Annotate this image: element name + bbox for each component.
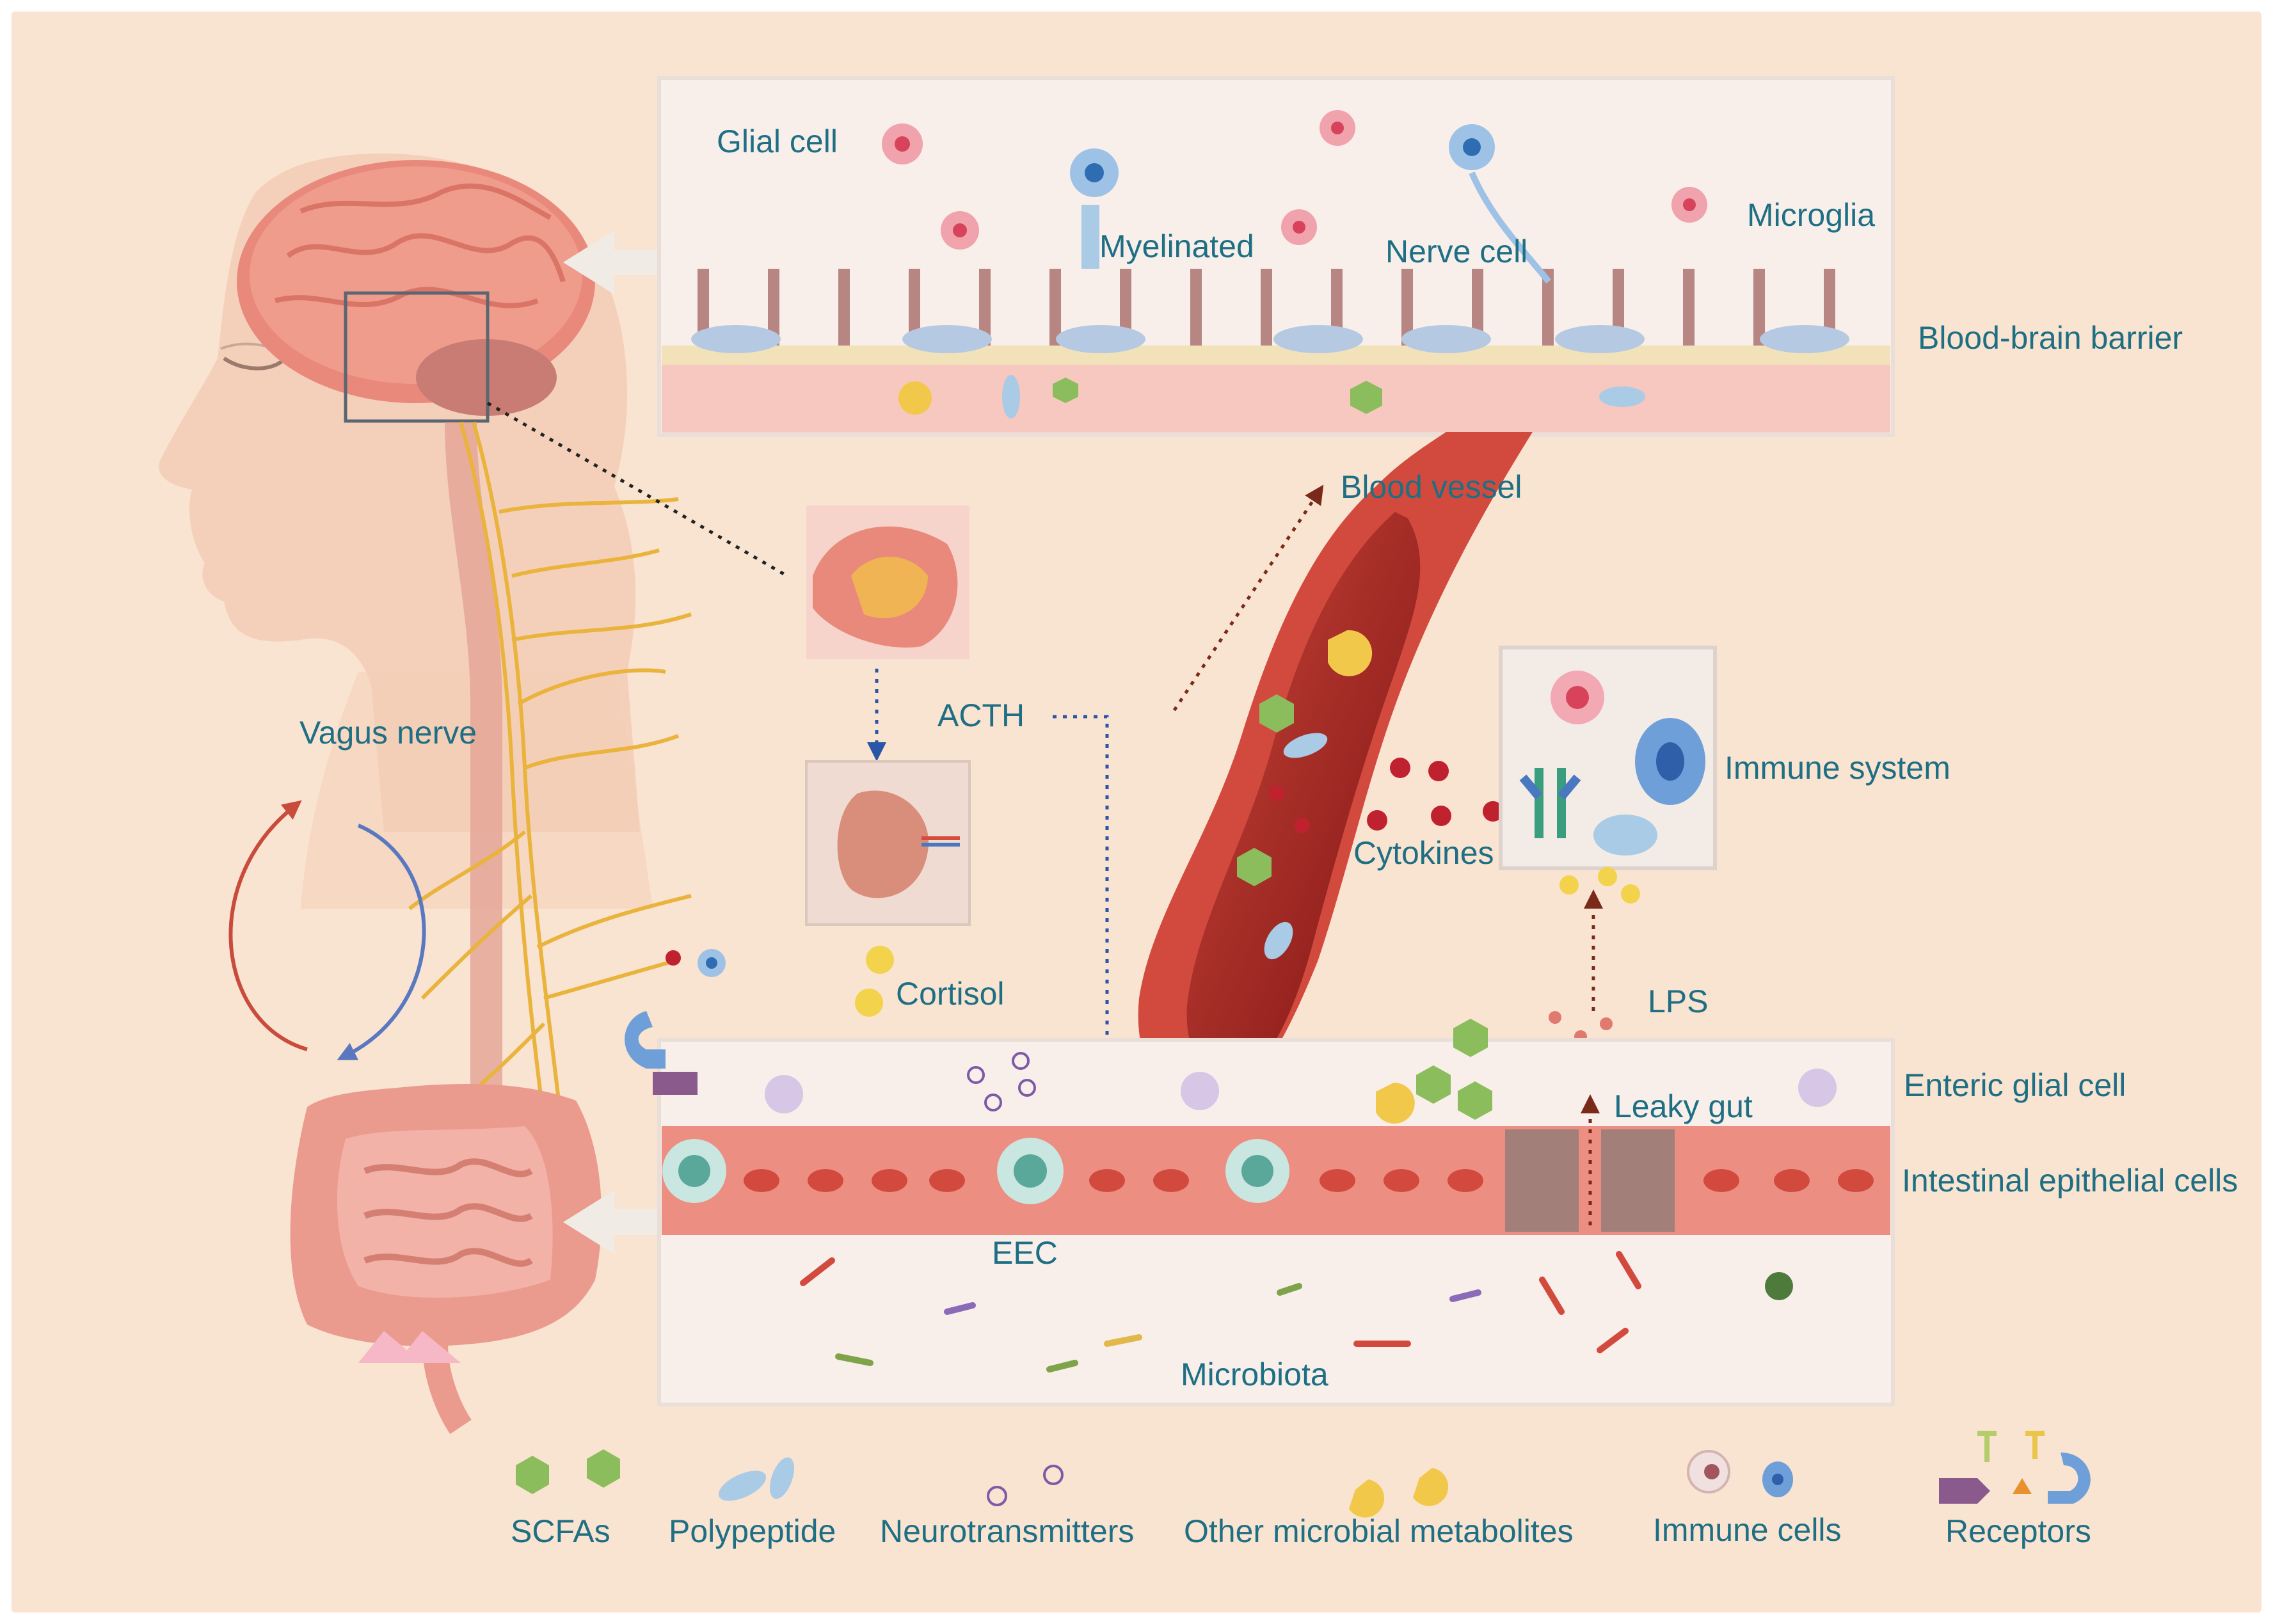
spinal-cord (445, 422, 502, 1088)
myelinated-label: Myelinated (1099, 228, 1254, 264)
legend-neurotransmitters-label: Neurotransmitters (880, 1513, 1134, 1549)
hypothalamus-inset (806, 506, 969, 659)
legend-scfas-icon (516, 1449, 620, 1494)
legend-immune-cells-label: Immune cells (1653, 1512, 1842, 1548)
blood-brain-barrier-label: Blood-brain barrier (1918, 320, 2183, 356)
gut-panel: Enteric glial cell Leaky gut EEC Microbi… (563, 1019, 2126, 1406)
nerve-tip-receptor (625, 949, 726, 1095)
cytokines-label: Cytokines (1353, 835, 1494, 871)
cytokine-cluster (1367, 758, 1503, 831)
cortisol-dot (866, 946, 894, 974)
legend-polypeptide-label: Polypeptide (669, 1513, 836, 1549)
blood-vessel-label: Blood vessel (1341, 469, 1522, 505)
adrenal-inset (805, 760, 971, 926)
legend-other-metabolites-label: Other microbial metabolites (1184, 1513, 1574, 1549)
intestine-illustration (290, 1084, 602, 1435)
microbiota-label: Microbiota (1181, 1357, 1328, 1392)
brain-panel: Glial cell Myelinated Nerve cell Microgl… (563, 76, 1895, 437)
brain-connector-line (486, 401, 788, 578)
cortisol-dot (855, 989, 883, 1017)
legend-scfas-label: SCFAs (511, 1513, 610, 1549)
legend-receptors-icon (1939, 1431, 2091, 1504)
legend-polypeptide-icon (718, 1457, 795, 1501)
enteric-glial-cell-label: Enteric glial cell (1904, 1067, 2126, 1103)
acth-arrow (1053, 715, 1117, 1085)
nerve-cell-label: Nerve cell (1385, 234, 1527, 269)
intestinal-epithelial-cells-label: Intestinal epithelial cells (1902, 1163, 2238, 1198)
leaky-gut-label: Leaky gut (1614, 1088, 1753, 1124)
microglia-label: Microglia (1747, 197, 1875, 233)
brain-illustration (237, 160, 595, 423)
legend-neurotransmitters-icon (987, 1465, 1064, 1506)
legend-metabolites-icon (1349, 1468, 1449, 1518)
immune-system-label: Immune system (1725, 750, 1950, 786)
cortisol-label: Cortisol (896, 976, 1004, 1012)
blood-vessel-illustration (1138, 432, 1533, 1107)
glial-cell-label: Glial cell (717, 123, 838, 159)
vagus-nerve-label: Vagus nerve (299, 715, 477, 751)
acth-label: ACTH (937, 697, 1025, 733)
lps-dots (1559, 867, 1640, 904)
lps-label: LPS (1648, 983, 1709, 1019)
bidirectional-arrows (228, 800, 426, 1060)
vessel-to-brain-arrow (1172, 484, 1324, 712)
immune-system-inset (1499, 646, 1717, 870)
legend: SCFAs Polypeptide Neurotransmitters Othe… (511, 1431, 2091, 1549)
legend-immune-cells-icon (1687, 1450, 1793, 1497)
legend-receptors-label: Receptors (1945, 1513, 2091, 1549)
eec-label: EEC (992, 1235, 1058, 1271)
